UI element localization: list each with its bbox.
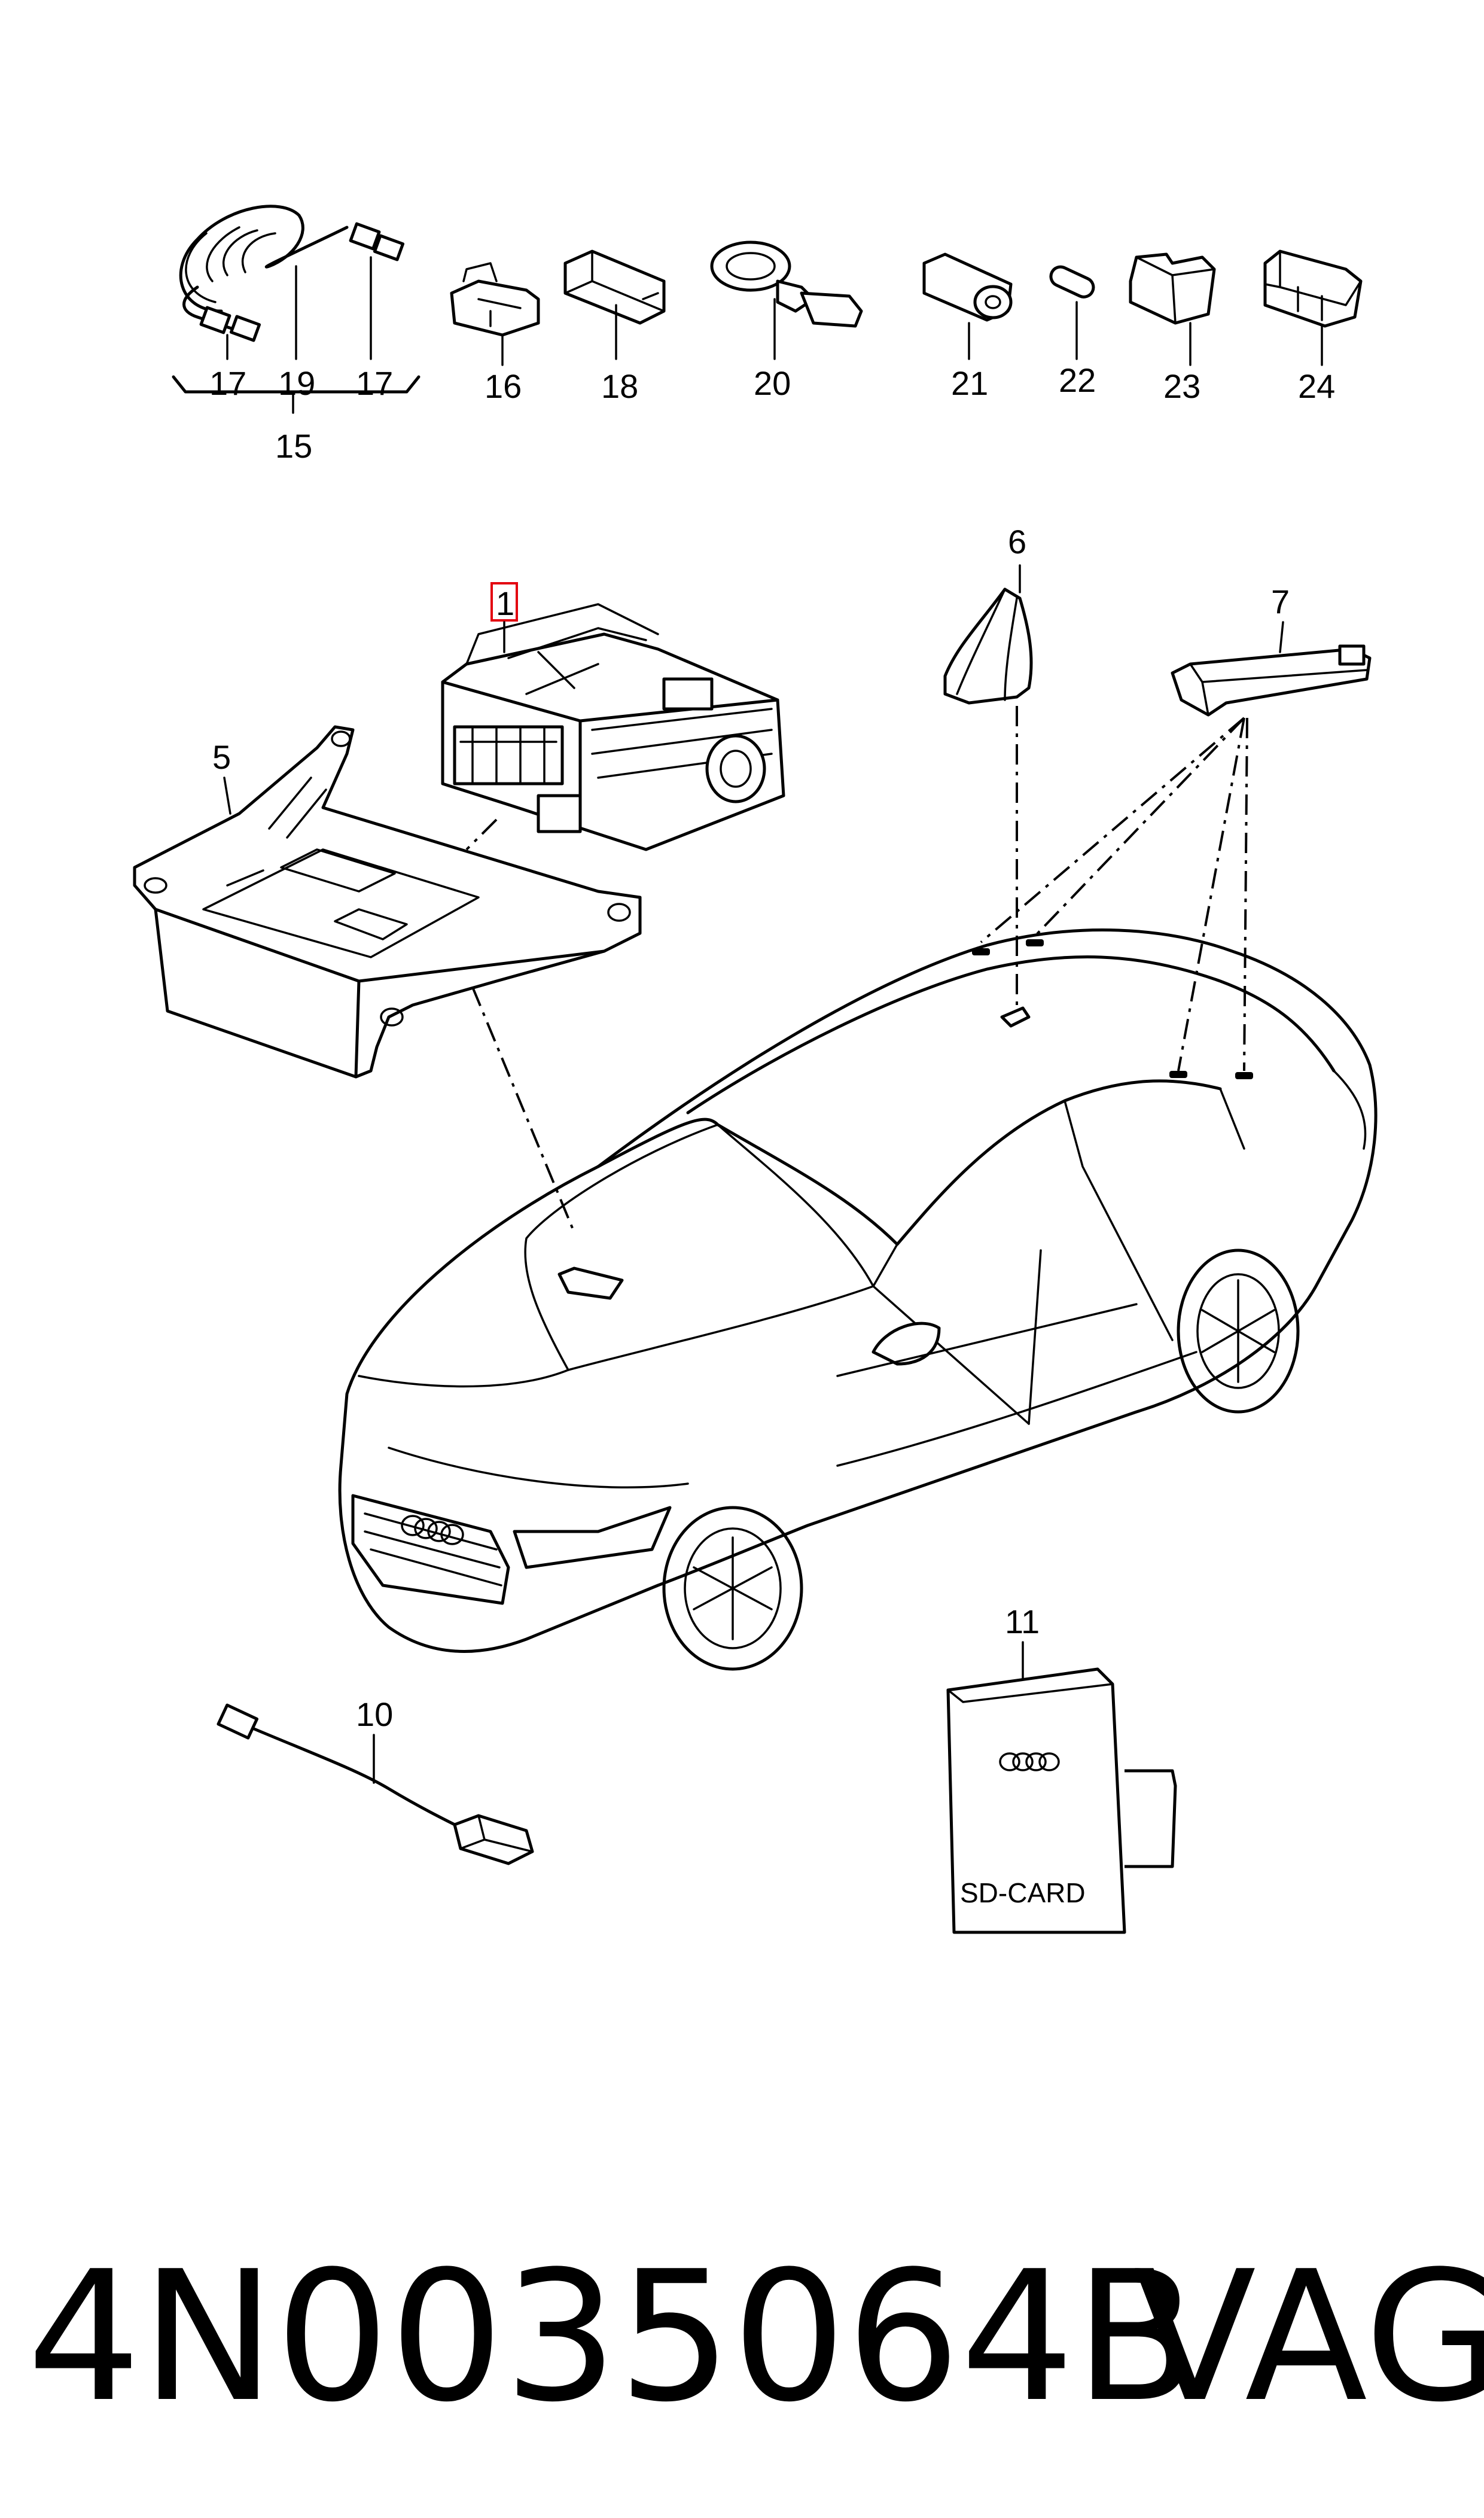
callout-19: 19 <box>278 364 315 402</box>
callout-7: 7 <box>1271 583 1290 620</box>
callout-1-highlight <box>490 582 518 622</box>
cover-icon <box>1129 252 1216 366</box>
audi-rings-icon <box>401 1515 464 1545</box>
car-icon <box>338 928 1378 1671</box>
callout-15: 15 <box>275 427 312 465</box>
audi-rings-icon <box>999 1752 1060 1771</box>
plug-icon <box>1049 265 1095 360</box>
sd-card-label: SD-CARD <box>960 1877 1086 1908</box>
callout-5: 5 <box>212 738 231 776</box>
callout-18: 18 <box>601 367 638 405</box>
amplifier-icon <box>1171 644 1372 717</box>
coiled-cable-icon <box>172 205 420 414</box>
callout-17: 17 <box>209 364 246 402</box>
connector-icon <box>450 262 540 366</box>
sd-card-icon: SD-CARD <box>946 1667 1177 1934</box>
callout-16: 16 <box>484 367 522 405</box>
module-icon <box>441 603 785 851</box>
part-number: 4N0035064B <box>27 2233 1197 2441</box>
callout-22: 22 <box>1059 361 1096 399</box>
callout-23: 23 <box>1163 367 1200 405</box>
cable-icon <box>217 1703 534 1865</box>
bracket-icon <box>133 725 642 1079</box>
callout-10: 10 <box>356 1695 393 1733</box>
ferrite-icon <box>922 252 1013 360</box>
callout-17: 17 <box>356 364 393 402</box>
callout-20: 20 <box>754 364 791 402</box>
callout-24: 24 <box>1298 367 1335 405</box>
housing-icon <box>563 249 666 360</box>
antenna-icon <box>943 587 1033 705</box>
housing-icon <box>1263 249 1363 366</box>
callout-6: 6 <box>1008 523 1026 561</box>
callout-21: 21 <box>951 364 988 402</box>
ring-connector-icon <box>710 240 863 360</box>
brand-name: VAG <box>1133 2233 1484 2441</box>
callout-11: 11 <box>1005 1603 1040 1640</box>
callout-1: 1 <box>496 584 514 622</box>
